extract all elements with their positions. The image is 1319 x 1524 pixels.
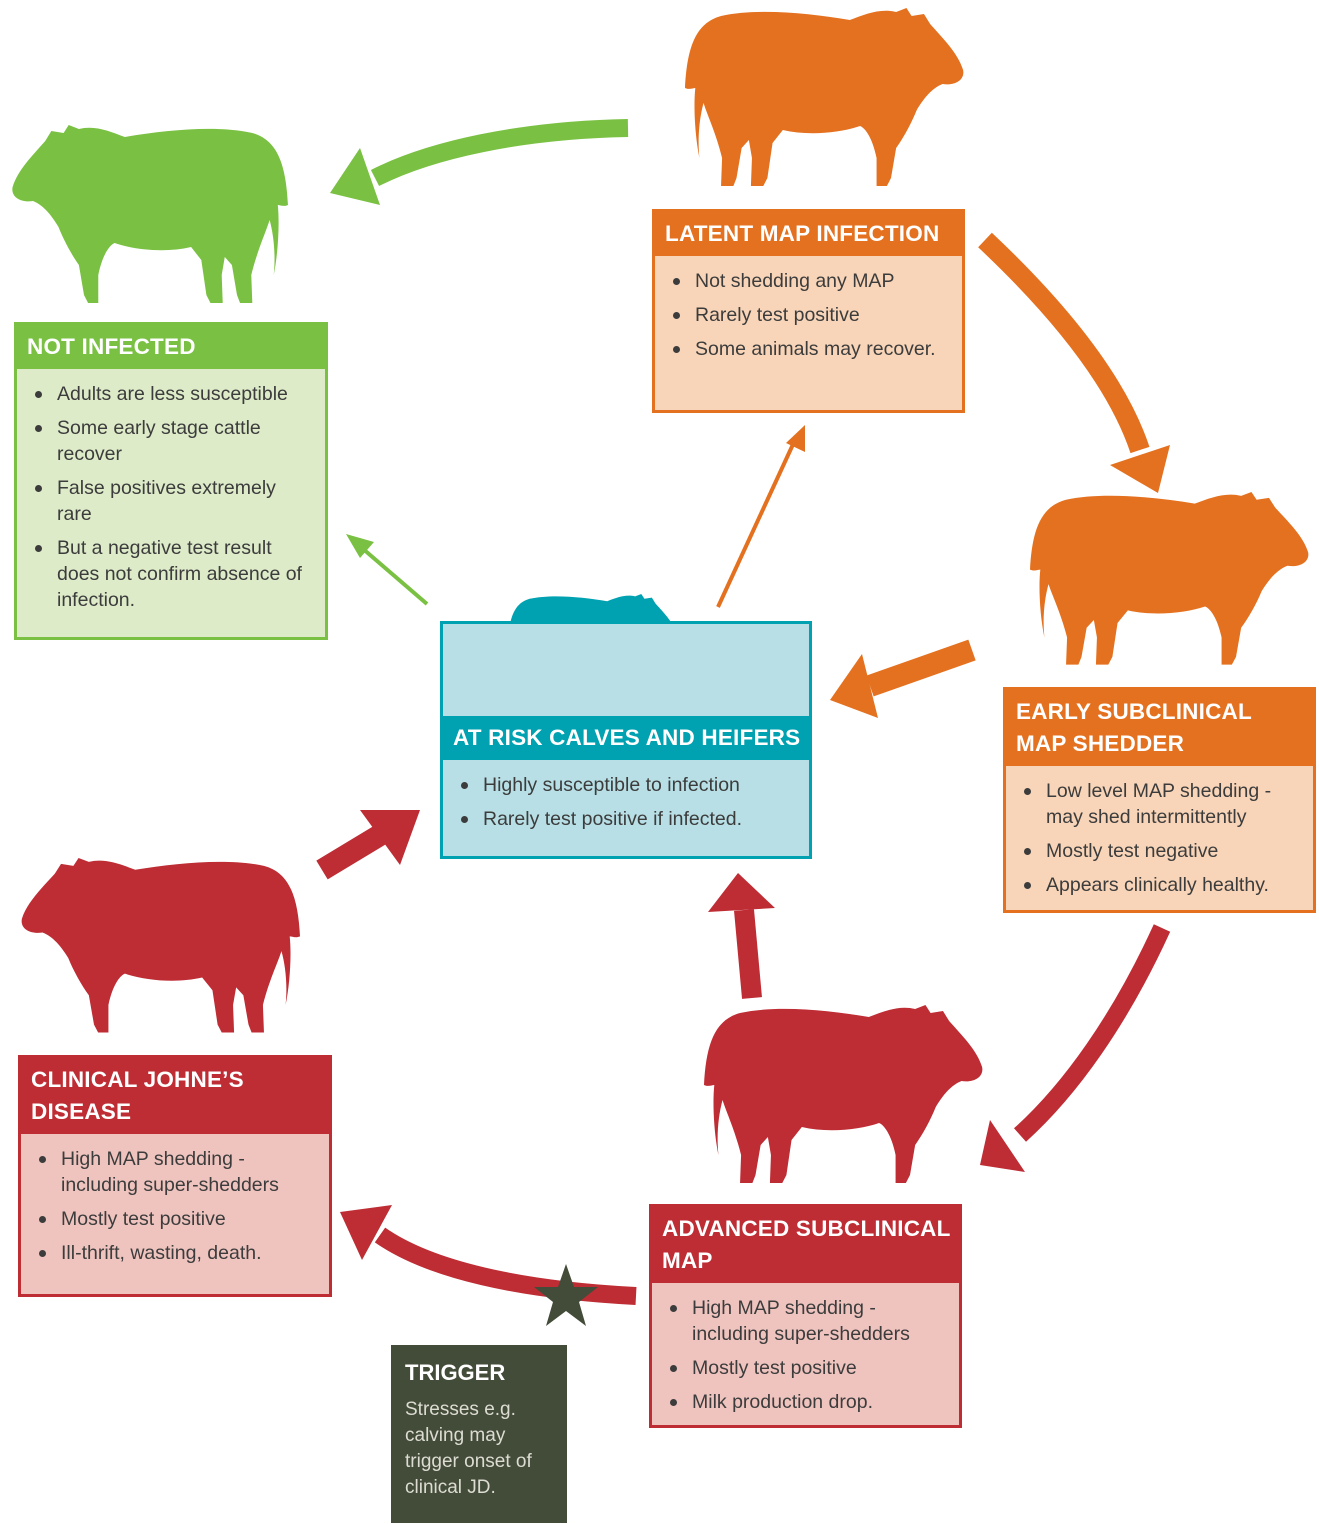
- early-subclinical-box: EARLY SUBCLINICAL MAP SHEDDER Low level …: [1003, 687, 1316, 913]
- arrow-early-to-atrisk: [830, 639, 976, 718]
- cow-silhouette-icon: [685, 8, 964, 186]
- star-icon: [534, 1264, 598, 1326]
- advanced-subclinical-box: ADVANCED SUBCLINICAL MAP High MAP sheddi…: [649, 1204, 962, 1428]
- list-item: Low level MAP shedding - may shed interm…: [1024, 778, 1303, 830]
- arrow-advanced-to-clinical: [340, 1205, 637, 1305]
- list-item: Mostly test negative: [1024, 838, 1303, 864]
- at-risk-title: AT RISK CALVES AND HEIFERS: [443, 716, 809, 760]
- cow-silhouette-icon: [704, 1005, 983, 1183]
- clinical-title: CLINICAL JOHNE’S DISEASE: [21, 1058, 329, 1134]
- arrow-clinical-to-atrisk: [316, 810, 420, 880]
- at-risk-box: AT RISK CALVES AND HEIFERS Highly suscep…: [440, 621, 812, 859]
- list-item: Mostly test positive: [670, 1355, 949, 1381]
- clinical-list: High MAP shedding - including super-shed…: [21, 1134, 329, 1278]
- arrow-atrisk-to-not-infected: [346, 534, 429, 606]
- list-item: Mostly test positive: [39, 1206, 319, 1232]
- latent-box: LATENT MAP INFECTION Not shedding any MA…: [652, 209, 965, 413]
- list-item: False positives extremely rare: [35, 475, 315, 527]
- advanced-subclinical-list: High MAP shedding - including super-shed…: [652, 1283, 959, 1427]
- list-item: Some early stage cattle recover: [35, 415, 315, 467]
- latent-list: Not shedding any MAP Rarely test positiv…: [655, 256, 962, 374]
- list-item: High MAP shedding - including super-shed…: [670, 1295, 949, 1347]
- not-infected-box: NOT INFECTED Adults are less susceptible…: [14, 322, 328, 640]
- at-risk-image-area: [443, 624, 809, 716]
- arrow-latent-to-not-infected: [330, 119, 629, 205]
- trigger-text: Stresses e.g. calving may trigger onset …: [405, 1399, 532, 1498]
- at-risk-list: Highly susceptible to infection Rarely t…: [443, 760, 809, 844]
- not-infected-title: NOT INFECTED: [17, 325, 325, 369]
- list-item: Milk production drop.: [670, 1389, 949, 1415]
- early-subclinical-list: Low level MAP shedding - may shed interm…: [1006, 766, 1313, 910]
- list-item: Rarely test positive if infected.: [461, 806, 799, 832]
- trigger-title: TRIGGER: [405, 1360, 506, 1385]
- advanced-subclinical-title: ADVANCED SUBCLINICAL MAP: [652, 1207, 959, 1283]
- list-item: Some animals may recover.: [673, 336, 952, 362]
- list-item: Not shedding any MAP: [673, 268, 952, 294]
- early-subclinical-title: EARLY SUBCLINICAL MAP SHEDDER: [1006, 690, 1313, 766]
- list-item: Rarely test positive: [673, 302, 952, 328]
- cow-silhouette-icon: [1030, 492, 1309, 665]
- list-item: Appears clinically healthy.: [1024, 872, 1303, 898]
- list-item: But a negative test result does not conf…: [35, 535, 315, 613]
- cow-silhouette-icon: [21, 858, 300, 1033]
- arrow-latent-to-early: [978, 232, 1170, 493]
- cow-silhouette-icon: [12, 125, 289, 303]
- list-item: Adults are less susceptible: [35, 381, 315, 407]
- list-item: Highly susceptible to infection: [461, 772, 799, 798]
- list-item: High MAP shedding - including super-shed…: [39, 1146, 319, 1198]
- clinical-box: CLINICAL JOHNE’S DISEASE High MAP sheddi…: [18, 1055, 332, 1297]
- arrow-atrisk-to-latent: [716, 425, 805, 608]
- latent-title: LATENT MAP INFECTION: [655, 212, 962, 256]
- arrow-early-to-advanced: [980, 924, 1171, 1172]
- list-item: Ill-thrift, wasting, death.: [39, 1240, 319, 1266]
- not-infected-list: Adults are less susceptible Some early s…: [17, 369, 325, 625]
- trigger-box: TRIGGER Stresses e.g. calving may trigge…: [391, 1345, 567, 1523]
- arrow-advanced-to-atrisk: [708, 873, 775, 999]
